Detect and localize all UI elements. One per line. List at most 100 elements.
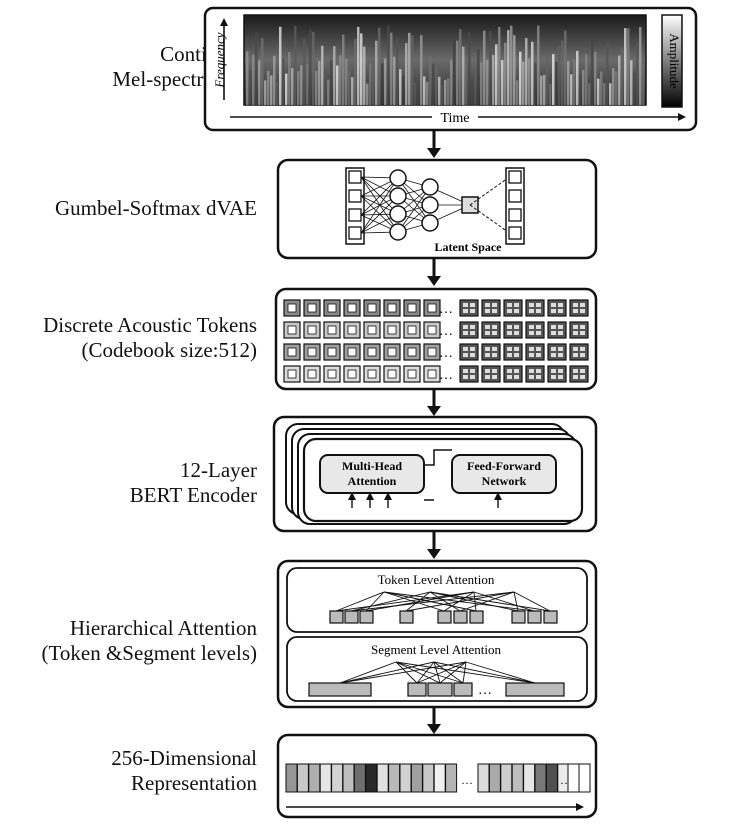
- spectrogram-column: [294, 25, 297, 105]
- token-pattern: [485, 347, 490, 351]
- output-layer: [505, 167, 525, 245]
- token-pattern: [580, 375, 585, 379]
- token-cell: [569, 321, 589, 339]
- spectrogram-column: [291, 68, 294, 105]
- stage-label-line: BERT Encoder: [129, 483, 257, 507]
- vector-cell: [296, 763, 309, 793]
- token-pattern: [580, 325, 585, 329]
- token-pattern: [514, 331, 519, 335]
- spectrogram-column: [303, 38, 306, 106]
- spectrogram-column: [273, 55, 276, 105]
- token-attention-graph: [329, 591, 558, 624]
- ffn-label-line-2: Network: [482, 474, 527, 488]
- spectrogram-column: [324, 71, 327, 105]
- spectrogram-column: [339, 55, 342, 105]
- token-pattern: [536, 303, 541, 307]
- spectrogram-column: [519, 51, 522, 105]
- token-pattern: [580, 369, 585, 373]
- spectrogram-column: [348, 70, 351, 105]
- spectrogram-column: [561, 40, 564, 105]
- token-pattern: [367, 369, 377, 379]
- output-unit: [508, 226, 522, 240]
- vector-cell: [523, 763, 536, 793]
- spectrogram-column: [345, 58, 348, 105]
- attention-edge: [365, 591, 385, 612]
- dvae-panel: Latent Space: [276, 158, 598, 260]
- attention-edge: [465, 661, 536, 684]
- token-pattern: [463, 369, 468, 373]
- stage-label-line: (Token &Segment levels): [41, 641, 257, 665]
- token-box: [453, 610, 468, 624]
- token-pattern: [558, 303, 563, 307]
- spectrogram-column: [255, 32, 258, 105]
- flow-arrowhead-5: [427, 724, 441, 734]
- spectrogram-column: [261, 38, 264, 106]
- spectrogram-column: [612, 68, 615, 105]
- neural-network: [345, 167, 525, 245]
- token-pattern: [551, 353, 556, 357]
- spectrogram-column: [579, 75, 582, 105]
- spectrogram-column: [393, 56, 396, 105]
- token-box: [511, 610, 526, 624]
- token-pattern: [514, 375, 519, 379]
- token-pattern: [485, 325, 490, 329]
- token-pattern: [427, 303, 437, 313]
- spectrogram-column: [591, 40, 594, 105]
- spectrogram-column: [417, 83, 420, 105]
- spectrogram-column: [297, 71, 300, 105]
- spectrogram-column: [627, 28, 630, 105]
- spectrogram-column: [528, 58, 531, 105]
- spectrogram-column: [531, 41, 534, 105]
- token-box: [527, 610, 542, 624]
- spectrogram-column: [315, 70, 318, 105]
- spectrogram-column: [321, 45, 324, 105]
- token-cell: [525, 365, 545, 383]
- spectrogram-column: [327, 79, 330, 105]
- vector-cell: [365, 763, 378, 793]
- token-pattern: [551, 347, 556, 351]
- token-box: [437, 610, 452, 624]
- spectrogram-column: [384, 58, 387, 105]
- token-pattern: [287, 325, 297, 335]
- token-pattern: [536, 331, 541, 335]
- spectrogram-column: [540, 75, 543, 105]
- token-pattern: [558, 325, 563, 329]
- attention-edge: [433, 661, 441, 684]
- spectrogram-column: [567, 61, 570, 105]
- token-box: [344, 610, 359, 624]
- spectrogram-column: [468, 32, 471, 105]
- token-cell: [481, 321, 501, 339]
- spectrogram-column: [618, 55, 621, 105]
- attention-edge: [513, 591, 519, 612]
- token-cell: [569, 343, 589, 361]
- stage-label-line: (Codebook size:512): [81, 338, 257, 362]
- token-pattern: [347, 347, 357, 357]
- spectrogram-column: [516, 80, 519, 105]
- input-unit: [348, 208, 362, 222]
- token-pattern: [470, 369, 475, 373]
- token-pattern: [485, 369, 490, 373]
- spectrogram-column: [450, 60, 453, 105]
- spectrogram-column: [432, 63, 435, 105]
- token-box: [359, 610, 374, 624]
- token-pattern: [551, 369, 556, 373]
- spectrogram-column: [399, 69, 402, 105]
- vector-cell: [342, 763, 355, 793]
- stage-label-line: 256-Dimensional: [111, 746, 257, 770]
- spectrogram-column: [639, 27, 642, 105]
- token-pattern: [492, 353, 497, 357]
- spectrogram-column: [288, 51, 291, 105]
- attention-edge: [473, 591, 477, 612]
- token-pattern: [463, 347, 468, 351]
- ffn-label-line-1: Feed-Forward: [467, 459, 541, 473]
- token-grid: …………: [283, 299, 589, 383]
- segment-attention-graph: …: [308, 661, 565, 698]
- vector-cell: [422, 763, 435, 793]
- token-cell: [481, 343, 501, 361]
- token-pattern: [327, 347, 337, 357]
- spectrogram-column: [357, 26, 360, 105]
- spectrogram-column: [369, 63, 372, 105]
- spectrogram-column: [507, 30, 510, 105]
- token-pattern: [573, 303, 578, 307]
